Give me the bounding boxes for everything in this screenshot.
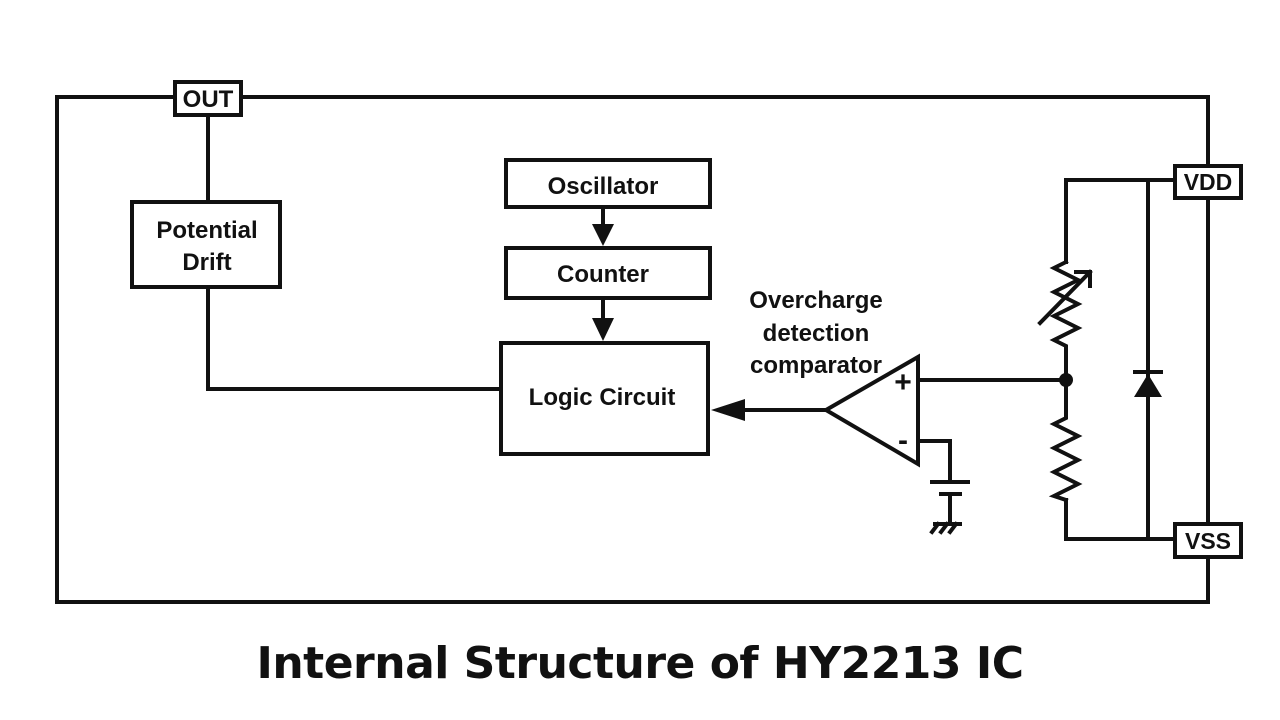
wire-vss-rail: [1064, 498, 1177, 541]
wire-drift-logic: [206, 285, 502, 391]
pin-vdd-label: VDD: [1184, 169, 1233, 195]
comparator-label-line2: detection: [763, 320, 870, 347]
wire-minus-ref: [916, 439, 952, 484]
pin-out-label: OUT: [183, 86, 234, 113]
pin-vss-box: [1173, 522, 1243, 559]
pin-vss-label: VSS: [1185, 528, 1231, 554]
arrow-counter-logic: [592, 318, 614, 341]
divider-node: [1059, 373, 1073, 387]
pin-vdd-box: [1173, 164, 1243, 200]
ic-boundary: [55, 95, 1210, 604]
wire-vdd-rail: [1064, 178, 1177, 264]
ground-hatch-1: [929, 521, 941, 535]
diode-triangle: [1134, 374, 1162, 397]
logic-circuit-label: Logic Circuit: [529, 384, 676, 411]
variable-resistor: [1049, 259, 1083, 382]
pin-out-box: [173, 80, 243, 117]
variable-resistor-arrow-line: [1037, 269, 1093, 326]
fixed-resistor: [1048, 378, 1083, 503]
oscillator-label: Oscillator: [548, 173, 659, 200]
oscillator-block: [504, 158, 712, 209]
ground-hatch-3: [947, 521, 959, 535]
arrow-comp-logic: [711, 399, 745, 421]
comparator-label-line1: Overcharge: [749, 287, 882, 314]
counter-block: [504, 246, 712, 300]
potential-drift-label-line2: Drift: [182, 249, 231, 276]
logic-circuit-block: [499, 341, 710, 456]
ground-hatch-2: [938, 521, 950, 535]
circuit-diagram: OUT VDD VSS Potential Drift Oscillator C…: [55, 80, 1243, 604]
comparator-minus-sign: -: [898, 424, 908, 457]
potential-drift-label-line1: Potential: [156, 217, 257, 244]
arrow-osc-counter: [592, 224, 614, 246]
potential-drift-block: [130, 200, 282, 289]
counter-label: Counter: [557, 261, 649, 288]
comparator-label-line3: comparator: [750, 352, 882, 379]
page-title: Internal Structure of HY2213 IC: [256, 638, 1024, 689]
comparator-symbol: [822, 353, 920, 468]
variable-resistor-arrow-head: [1074, 270, 1092, 288]
comparator-plus-sign: +: [894, 366, 912, 399]
